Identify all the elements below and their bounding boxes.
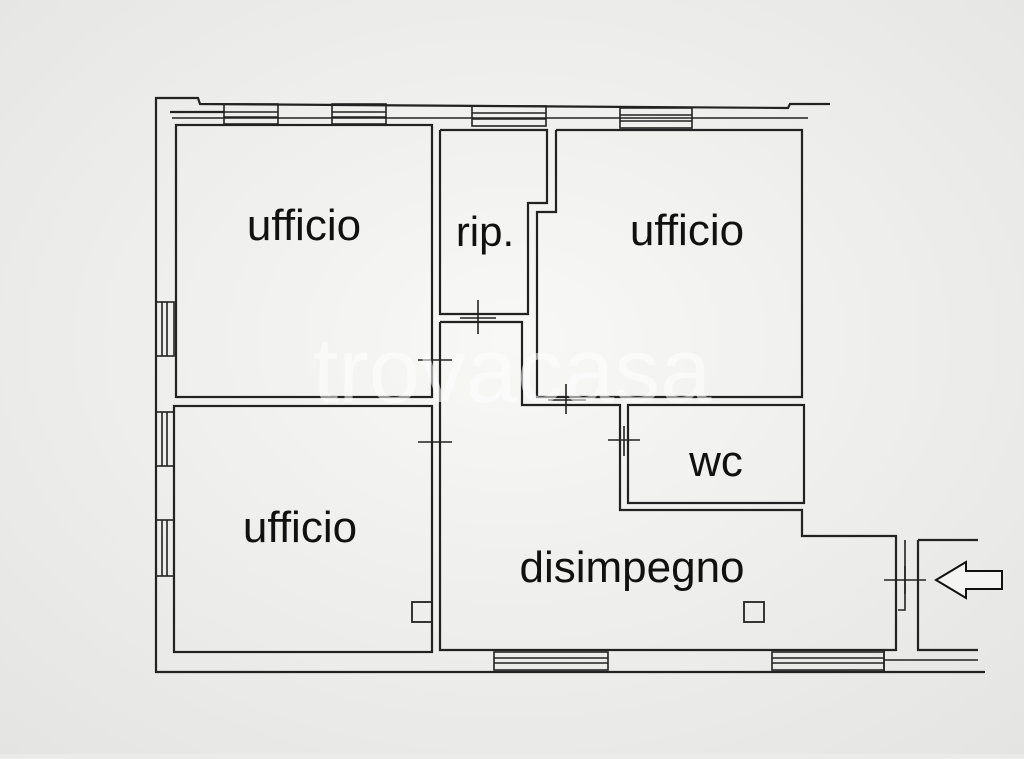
room-hallway-label: disimpegno	[519, 543, 744, 592]
entrance-arrow-icon	[934, 560, 1003, 600]
shaft-right	[743, 601, 765, 623]
room-office-top-left-label: ufficio	[247, 201, 361, 250]
room-hallway-walls	[438, 320, 898, 652]
watermark-logo: trovacasa	[313, 320, 713, 422]
shaft-left	[411, 601, 433, 623]
bottom-windows	[493, 651, 885, 671]
left-windows	[155, 301, 175, 577]
door-marks	[418, 300, 926, 594]
room-office-top-right-label: ufficio	[630, 206, 744, 255]
top-windows	[223, 103, 693, 129]
room-wc-label: wc	[688, 437, 743, 486]
room-wc-walls	[626, 403, 806, 505]
room-office-top-left-walls	[174, 123, 434, 399]
room-office-top-right-walls	[535, 128, 804, 399]
room-storage-label: rip.	[456, 208, 514, 255]
room-office-bottom-left-label: ufficio	[243, 503, 357, 552]
room-storage-walls	[438, 128, 549, 316]
